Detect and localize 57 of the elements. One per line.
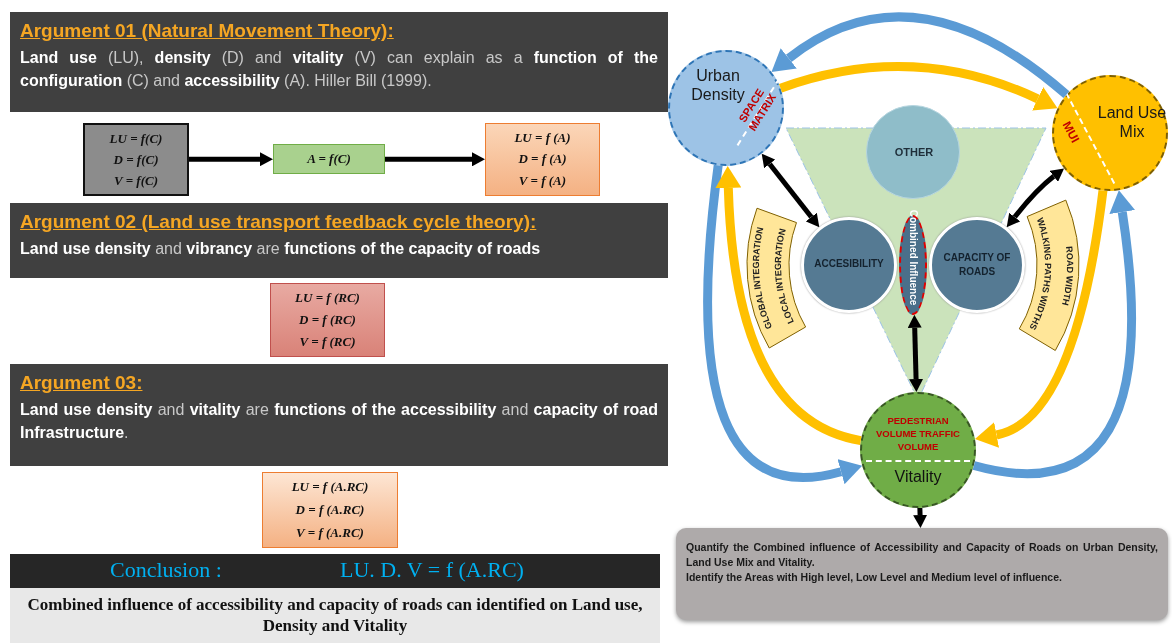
conclusion-box	[10, 588, 660, 643]
section-band	[10, 203, 668, 278]
circle-label: CAPACITY OF ROADS	[942, 251, 1012, 279]
section-text: Land use density and vitality are functions of the accessibility and capacity of road Infrastructure.	[20, 400, 658, 443]
outcome-text: Identify the Areas with High level, Low Level and Medium level of influence.	[686, 570, 1063, 585]
section-heading: Argument 03:	[20, 371, 143, 395]
circle-label: PEDESTRIAN VOLUME TRAFFIC VOLUME	[875, 414, 961, 453]
arrow	[761, 153, 820, 228]
curved-arrow	[972, 190, 1136, 479]
formula-text: D = f (A.RC)	[295, 502, 365, 518]
formula-text: D = f(C)	[113, 151, 159, 168]
section-text: Land use (LU), density (D) and vitality (V) can explain as a function of the configuration (C) and accessibility (A). Hiller Bill (1999).	[20, 48, 658, 91]
formula-text: V = f (A.RC)	[296, 524, 364, 541]
arrow	[907, 314, 924, 392]
section-band	[10, 12, 668, 112]
formula-text: LU = f(C)	[109, 130, 163, 147]
formula-text: V = f (A)	[518, 173, 567, 190]
formula-text: LU = f (RC)	[295, 290, 360, 306]
formula-box	[270, 283, 385, 357]
circle-label: OTHER	[893, 146, 935, 158]
curved-arrow	[715, 166, 862, 445]
arrow	[189, 152, 273, 167]
arc-band	[1018, 199, 1080, 351]
arrow	[913, 507, 928, 528]
formula-text: V = f (RC)	[299, 334, 356, 350]
outcome-box	[676, 528, 1168, 620]
curved-arrow	[703, 164, 863, 485]
curved-arrow	[779, 62, 1058, 111]
accessibility-circle	[801, 217, 897, 313]
circle-label: Combined Influence	[907, 208, 919, 308]
formula-text: D = f (A)	[518, 151, 567, 168]
arc-band	[746, 207, 807, 349]
curved-arrow	[975, 189, 1108, 448]
formula-text: D = f (RC)	[299, 312, 356, 328]
conclusion-text: Combined influence of accessibility and capacity of roads can identified on Land use, Density and Vitality	[26, 594, 644, 636]
circle-label: Vitality	[893, 468, 943, 486]
section-heading: Argument 01 (Natural Movement Theory):	[20, 19, 394, 43]
section-band	[10, 364, 668, 466]
section-text: Land use density and vibrancy are functions of the capacity of roads	[20, 239, 542, 259]
arrow	[385, 152, 485, 167]
arrow	[1006, 168, 1064, 228]
formula-box	[273, 144, 385, 174]
circle-label: ACCESIBILITY	[813, 258, 885, 269]
formula-box	[262, 472, 398, 548]
formula-box	[83, 123, 189, 196]
formula-text: LU = f (A.RC)	[291, 479, 369, 496]
formula-text: A = f(C)	[307, 151, 351, 167]
section-heading: Argument 02 (Land use transport feedback cycle theory):	[20, 210, 537, 234]
formula-text: LU. D. V = f (A.RC)	[340, 557, 524, 583]
conclusion-band	[10, 554, 660, 588]
outcome-text: Quantify the Combined influence of Accessibility and Capacity of Roads on Urban Density, Land Use Mix and Vitality.	[686, 540, 1158, 570]
conclusion-label: Conclusion :	[110, 557, 222, 583]
curved-arrow	[770, 12, 1070, 99]
formula-box	[485, 123, 600, 196]
formula-text: V = f(C)	[114, 172, 158, 189]
method-label: MUI	[1058, 118, 1084, 147]
formula-text: LU = f (A)	[514, 129, 571, 146]
